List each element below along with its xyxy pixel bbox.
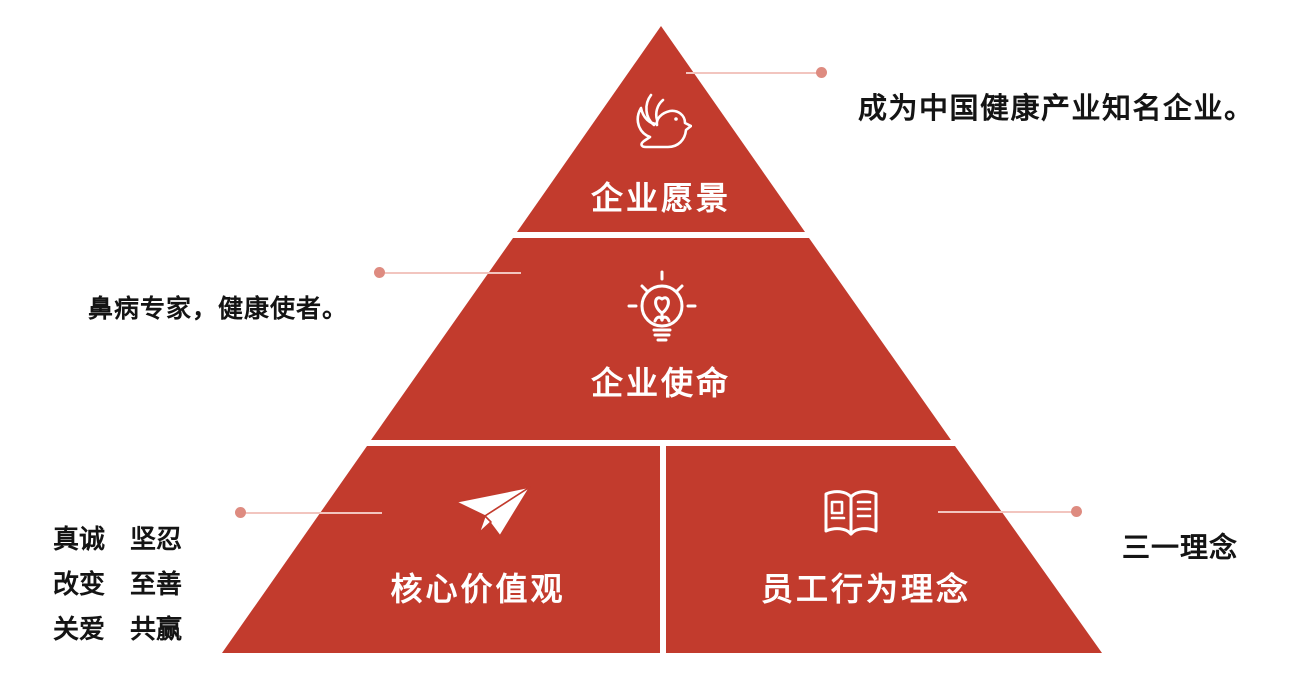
value-item: 真诚 bbox=[53, 524, 106, 554]
behavior-annotation: 三一理念 bbox=[1122, 532, 1239, 563]
values-leader-dot bbox=[235, 507, 246, 518]
lightbulb-heart-icon bbox=[627, 270, 697, 342]
tier-core-values-label: 核心价值观 bbox=[390, 571, 566, 607]
behavior-leader-dot bbox=[1071, 506, 1082, 517]
values-row: 改变 至善 bbox=[53, 571, 182, 597]
core-values-annotation: 真诚 坚忍 改变 至善 关爱 共赢 bbox=[53, 526, 182, 642]
behavior-leader-line bbox=[938, 511, 1072, 513]
value-item: 至善 bbox=[130, 569, 183, 599]
culture-pyramid: 企业愿景 企业使命 核心价值观 bbox=[222, 26, 1102, 653]
tier-behavior-label: 员工行为理念 bbox=[760, 571, 972, 607]
values-row: 真诚 坚忍 bbox=[53, 526, 182, 552]
vision-leader-line bbox=[686, 72, 820, 74]
tier-vision-label: 企业愿景 bbox=[590, 180, 732, 216]
values-leader-line bbox=[246, 512, 382, 514]
tier-mission-label: 企业使命 bbox=[590, 365, 732, 401]
mission-leader-dot bbox=[374, 267, 385, 278]
value-item: 共赢 bbox=[130, 614, 183, 644]
paper-plane-icon bbox=[455, 486, 531, 537]
value-item: 坚忍 bbox=[130, 524, 183, 554]
dove-eye bbox=[674, 117, 678, 121]
mission-leader-line bbox=[385, 272, 521, 274]
values-row: 关爱 共赢 bbox=[53, 616, 182, 642]
dove-icon bbox=[636, 93, 692, 149]
open-book-icon bbox=[824, 490, 878, 536]
mission-annotation: 鼻病专家，健康使者。 bbox=[88, 295, 349, 323]
vision-leader-dot bbox=[816, 67, 827, 78]
value-item: 关爱 bbox=[53, 614, 106, 644]
vision-annotation: 成为中国健康产业知名企业。 bbox=[858, 93, 1255, 125]
value-item: 改变 bbox=[53, 569, 106, 599]
